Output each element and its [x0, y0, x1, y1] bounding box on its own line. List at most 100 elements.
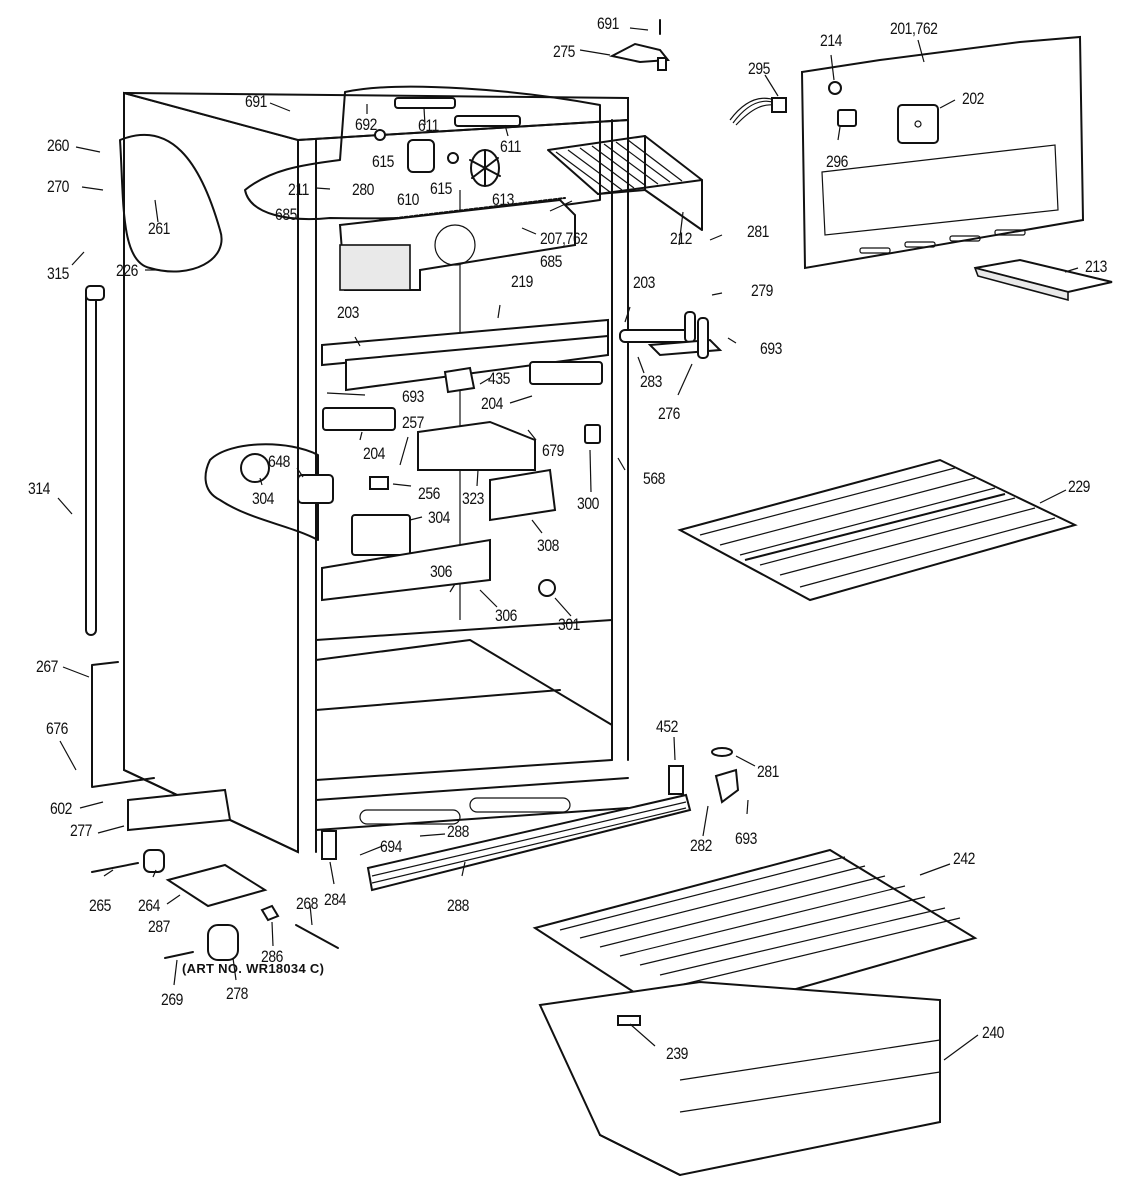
callout-264: 264 [138, 896, 161, 915]
freezer-shelf [547, 135, 703, 231]
callout-691: 691 [597, 14, 620, 33]
callout-275: 275 [553, 42, 576, 61]
callout-295: 295 [748, 59, 771, 78]
callout-267: 267 [36, 657, 59, 676]
roller-support-282 [714, 768, 740, 804]
callout-281-b: 281 [757, 762, 780, 781]
callout-694: 694 [380, 837, 403, 856]
callout-613: 613 [492, 190, 515, 209]
callout-278: 278 [226, 984, 249, 1003]
breaker-strips [321, 318, 609, 392]
callout-306-b: 306 [495, 606, 518, 625]
callout-202: 202 [962, 89, 985, 108]
freezer-door [800, 35, 1085, 270]
callout-315: 315 [47, 264, 70, 283]
callout-219: 219 [511, 272, 534, 291]
callout-452: 452 [656, 717, 679, 736]
callout-242: 242 [953, 849, 976, 868]
callout-693-c: 693 [735, 829, 758, 848]
callout-300: 300 [577, 494, 600, 513]
callout-284: 284 [324, 890, 347, 909]
callout-270: 270 [47, 177, 70, 196]
callout-304-b: 304 [428, 508, 451, 527]
timer-dial [240, 453, 270, 483]
callout-685-b: 685 [540, 252, 563, 271]
callout-204: 204 [481, 394, 504, 413]
callout-288: 288 [447, 822, 470, 841]
grille [366, 793, 692, 892]
wire-harness [729, 97, 787, 126]
callout-287: 287 [148, 917, 171, 936]
callout-229: 229 [1068, 477, 1091, 496]
callout-276: 276 [658, 404, 681, 423]
callout-691-b: 691 [245, 92, 268, 111]
callout-260: 260 [47, 136, 70, 155]
callout-568: 568 [643, 469, 666, 488]
callout-268: 268 [296, 894, 319, 913]
callout-226: 226 [116, 261, 139, 280]
callout-265: 265 [89, 896, 112, 915]
fresh-food-shelf [677, 458, 1078, 602]
callout-308: 308 [537, 536, 560, 555]
callout-283: 283 [640, 372, 663, 391]
fan-assembly [374, 97, 521, 187]
side-panel-267 [91, 661, 155, 788]
callout-693-b: 693 [402, 387, 425, 406]
callout-201-762: 201,762 [890, 19, 938, 38]
callout-611-b: 611 [500, 137, 521, 156]
callout-306: 306 [430, 562, 453, 581]
cutaway-top [244, 85, 601, 221]
callout-212: 212 [670, 229, 693, 248]
callout-257: 257 [402, 413, 425, 432]
bracket-452 [668, 765, 684, 795]
cutaway-timer [204, 443, 319, 541]
callout-261: 261 [148, 219, 171, 238]
callout-648: 648 [268, 452, 291, 471]
callout-288-b: 288 [447, 896, 470, 915]
leveling-parts [91, 788, 339, 961]
callout-615-b: 615 [430, 179, 453, 198]
callout-240: 240 [982, 1023, 1005, 1042]
callout-214: 214 [820, 31, 843, 50]
leader-lines [57, 27, 1079, 1061]
callout-676: 676 [46, 719, 69, 738]
callout-281: 281 [747, 222, 770, 241]
washer-281 [711, 747, 733, 757]
callout-239: 239 [666, 1044, 689, 1063]
callout-296: 296 [826, 152, 849, 171]
cabinet [123, 91, 629, 854]
ice-tray [973, 258, 1113, 302]
callout-279: 279 [751, 281, 774, 300]
callout-679: 679 [542, 441, 565, 460]
callout-286: 286 [261, 947, 284, 966]
callout-314: 314 [28, 479, 51, 498]
callout-323: 323 [462, 489, 485, 508]
art-number-caption: (ART NO. WR18034 C) [182, 961, 325, 976]
callout-301: 301 [558, 615, 581, 634]
callout-203-b: 203 [633, 273, 656, 292]
switch [369, 476, 389, 490]
callout-280: 280 [352, 180, 375, 199]
callout-282: 282 [690, 836, 713, 855]
callout-685: 685 [275, 205, 298, 224]
callout-213: 213 [1085, 257, 1108, 276]
callout-269: 269 [161, 990, 184, 1009]
bracket-284 [321, 830, 337, 860]
callout-277: 277 [70, 821, 93, 840]
callout-693: 693 [760, 339, 783, 358]
callout-256: 256 [418, 484, 441, 503]
control-parts [321, 361, 603, 602]
callout-207-762: 207,762 [540, 229, 588, 248]
center-hinge [619, 311, 723, 359]
callout-611: 611 [418, 116, 439, 135]
callout-435: 435 [488, 369, 511, 388]
callout-204-b: 204 [363, 444, 386, 463]
fan-housing [338, 197, 576, 291]
callout-602: 602 [50, 799, 73, 818]
callout-692: 692 [355, 115, 378, 134]
crisper-assembly [532, 848, 978, 1177]
cutaway-left [119, 134, 223, 273]
callout-610: 610 [397, 190, 420, 209]
